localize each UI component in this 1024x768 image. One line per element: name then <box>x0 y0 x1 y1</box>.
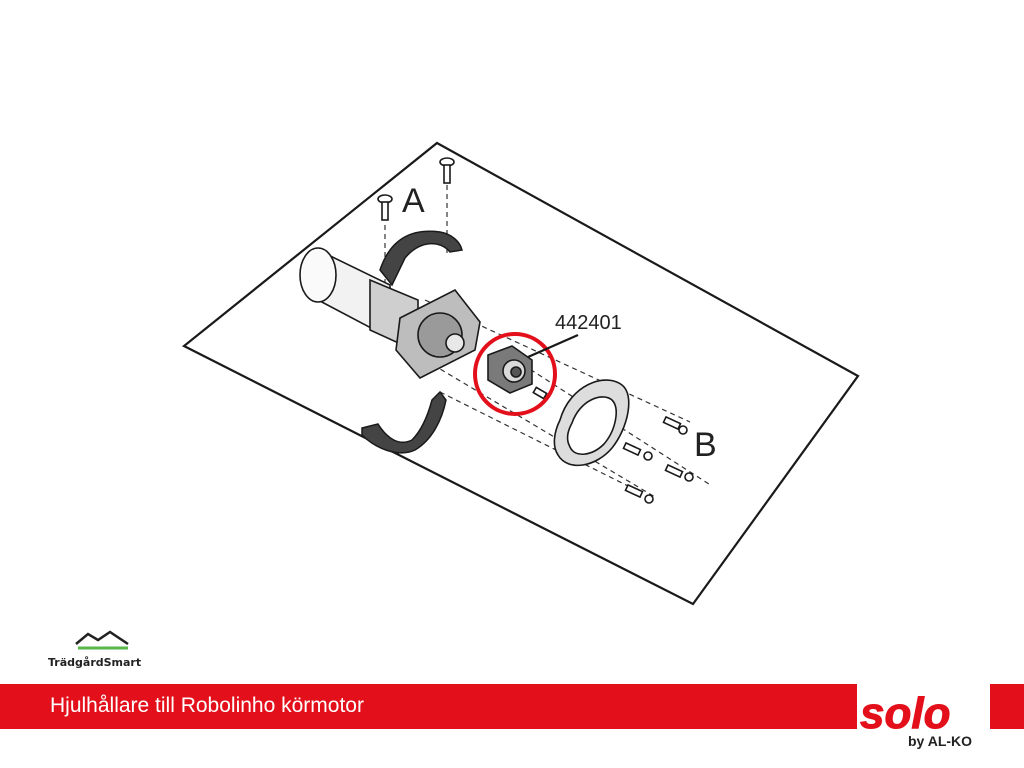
motor-body <box>299 247 481 379</box>
title-banner: Hjulhållare till Robolinho körmotor <box>0 684 857 729</box>
callout-leader <box>527 333 579 359</box>
site-logo-text: TrädgårdSmart <box>48 656 142 669</box>
screw-b-1 <box>662 415 688 435</box>
brand-sub: by AL-KO <box>908 733 972 749</box>
diagram-frame <box>181 141 860 606</box>
tradgardsmart-logo: TrädgårdSmart <box>40 628 170 674</box>
solo-brand-logo: solo by AL-KO <box>860 689 973 750</box>
wheel-holder-part <box>487 345 548 400</box>
screw-b-3 <box>664 463 694 482</box>
part-number-label: 442401 <box>555 312 622 334</box>
label-b: B <box>694 426 717 464</box>
page-title: Hjulhållare till Robolinho körmotor <box>50 694 364 717</box>
brand-name: solo <box>860 689 950 738</box>
screw-b-2 <box>622 441 653 461</box>
lower-bracket <box>361 390 447 454</box>
banner-right-strip <box>990 684 1024 729</box>
highlight-circle <box>473 332 557 416</box>
screw-b-4 <box>624 483 654 504</box>
screw-a-left <box>377 194 393 221</box>
gasket-ring <box>553 379 630 467</box>
house-roof-icon <box>75 630 129 650</box>
label-a: A <box>402 182 425 220</box>
screw-a-right <box>439 157 455 184</box>
upper-bracket <box>379 230 463 287</box>
exploded-parts-diagram: 442401 A B <box>181 141 860 606</box>
